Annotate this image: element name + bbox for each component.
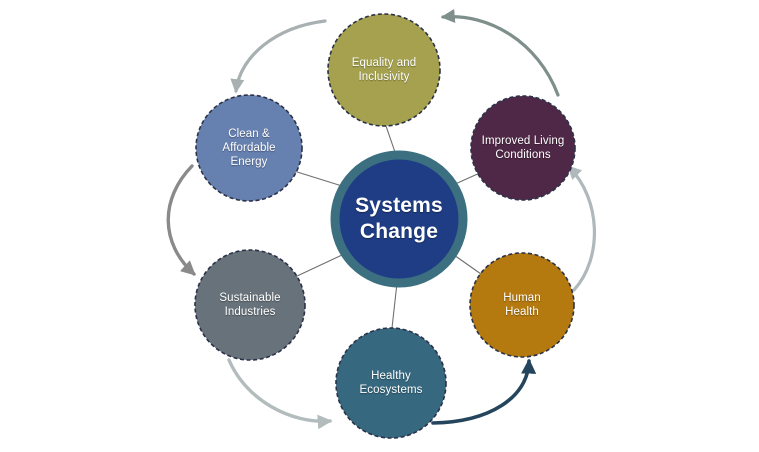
spoke-to-equality-and-inclusivity [385,125,397,156]
spoke-to-clean-and-affordable-energy [293,170,343,187]
spoke-to-sustainable-industries [294,254,343,278]
node-healthy-ecosystems[interactable] [335,327,447,439]
arrow-human-health-to-living-conditions [567,165,597,292]
node-equality-and-inclusivity[interactable] [327,13,441,127]
node-improved-living-conditions[interactable] [470,95,576,201]
arrow-sustainable-industries-to-healthy-ecosystems [227,358,333,430]
spoke-lines [293,125,483,329]
spoke-to-human-health [453,254,482,275]
hub-node[interactable] [330,150,468,288]
hub-ring [330,150,468,288]
arrow-equality-to-clean-energy [230,19,327,94]
arrow-healthy-ecosystems-to-human-health [431,358,537,425]
arrow-living-conditions-to-equality [440,8,560,97]
node-clean-and-affordable-energy[interactable] [195,94,303,202]
arrow-clean-energy-to-sustainable-industries [166,164,196,276]
spoke-to-improved-living-conditions [452,171,483,186]
cycle-arrows [166,8,597,430]
satellite-nodes[interactable] [194,13,576,439]
node-sustainable-industries[interactable] [194,249,306,361]
spoke-to-healthy-ecosystems [391,282,398,329]
node-human-health[interactable] [469,252,575,358]
